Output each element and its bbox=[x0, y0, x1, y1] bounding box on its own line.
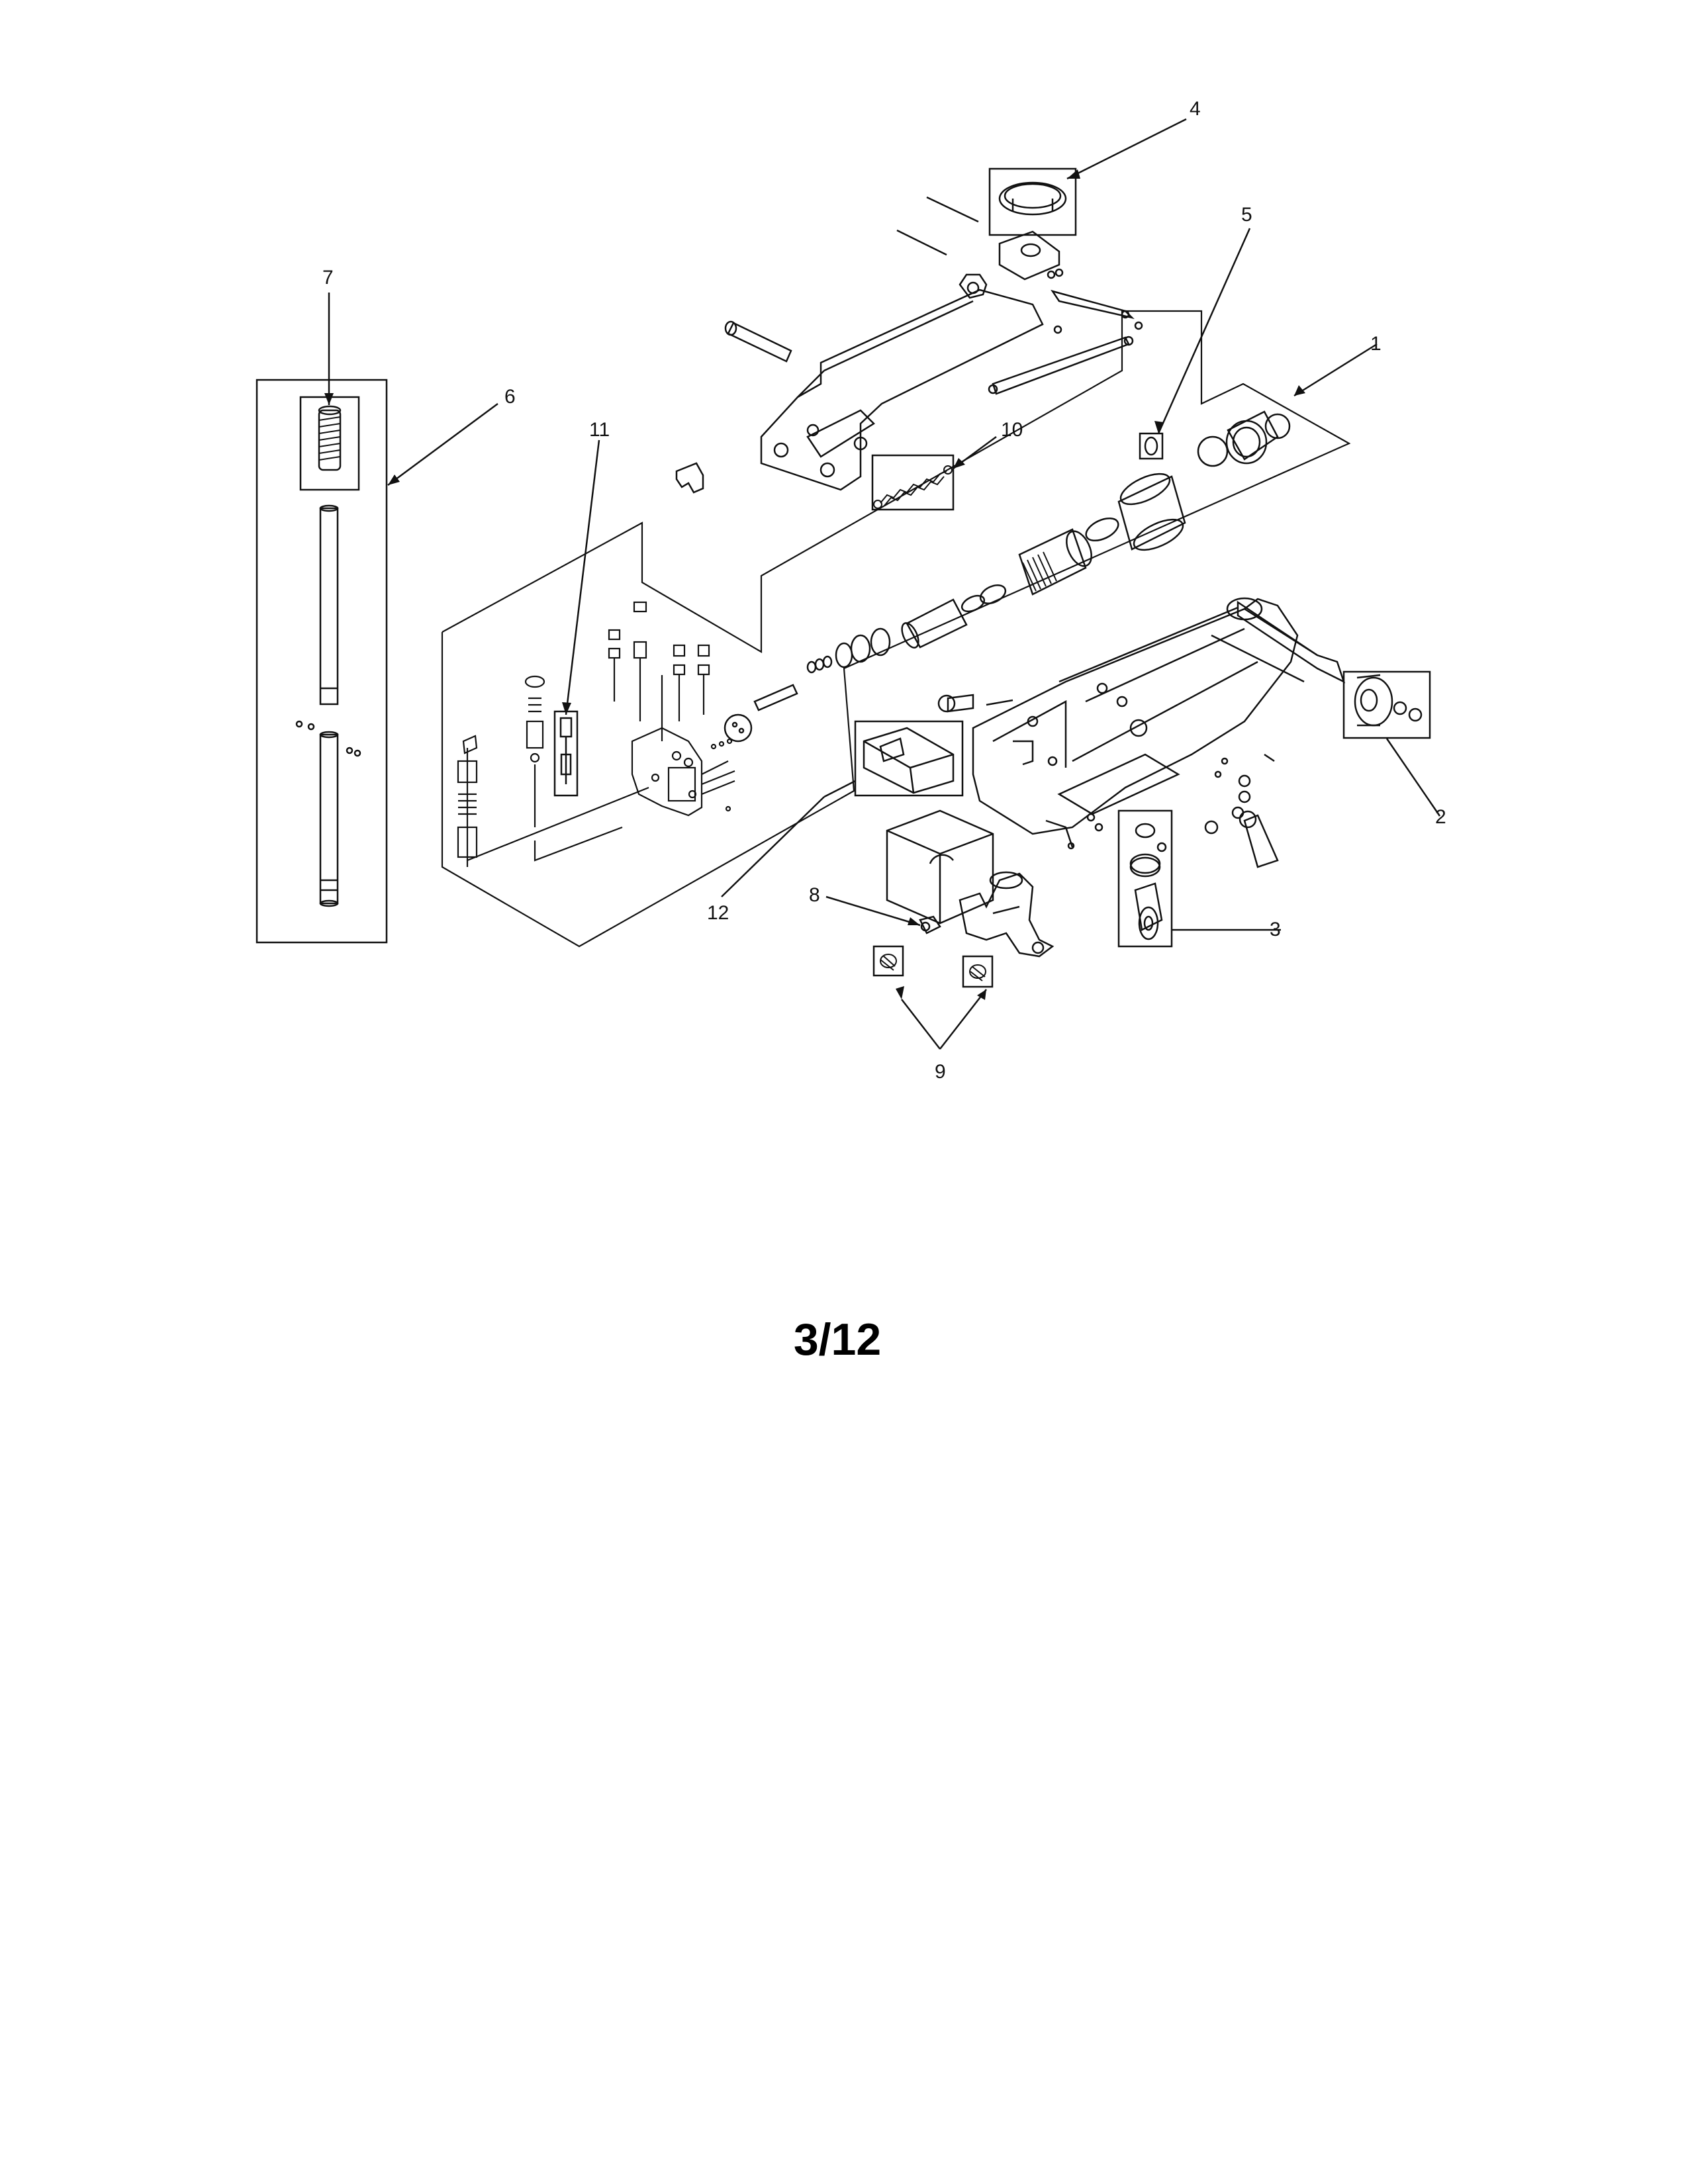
front-wheel bbox=[1354, 674, 1423, 727]
hydraulic-unit-outline bbox=[441, 310, 1351, 948]
saddle-ring bbox=[998, 181, 1067, 216]
bolt-box-right bbox=[962, 955, 994, 988]
cylinder-parts bbox=[724, 410, 1291, 743]
callout-1: 1 bbox=[1370, 333, 1382, 355]
handle-group-frame bbox=[256, 379, 388, 944]
callout-4: 4 bbox=[1190, 98, 1201, 120]
callout-11: 11 bbox=[589, 419, 610, 441]
side-plate bbox=[863, 727, 955, 794]
callout-2: 2 bbox=[1435, 806, 1446, 828]
jack-chassis bbox=[937, 597, 1346, 868]
callout-7: 7 bbox=[322, 267, 334, 289]
callout-12: 12 bbox=[707, 902, 729, 924]
lift-arm-assembly bbox=[724, 196, 1143, 491]
seal-box bbox=[1139, 432, 1164, 460]
caster-box bbox=[1117, 809, 1173, 948]
return-spring bbox=[873, 465, 953, 509]
handle-assembly bbox=[256, 379, 388, 944]
pump-valve-parts bbox=[457, 601, 735, 867]
saddle-box bbox=[988, 167, 1077, 236]
rear-caster-bracket bbox=[919, 871, 1055, 958]
callout-3: 3 bbox=[1270, 919, 1281, 940]
spring-box bbox=[871, 454, 955, 511]
callout-10: 10 bbox=[1001, 419, 1023, 441]
clip-part bbox=[675, 462, 704, 494]
page-number: 3/12 bbox=[793, 1314, 882, 1365]
callout-8: 8 bbox=[809, 884, 820, 906]
callout-5: 5 bbox=[1241, 204, 1252, 226]
callout-6: 6 bbox=[504, 386, 516, 408]
bolt-box-left bbox=[872, 945, 904, 977]
leader-lines bbox=[328, 118, 1441, 1050]
front-wheel-box bbox=[1342, 670, 1431, 739]
caster-wheel bbox=[1129, 823, 1167, 940]
side-plate-box bbox=[854, 720, 964, 797]
cover-plate bbox=[886, 809, 994, 925]
callout-9: 9 bbox=[935, 1061, 946, 1083]
leader-arrows bbox=[324, 169, 1305, 1000]
